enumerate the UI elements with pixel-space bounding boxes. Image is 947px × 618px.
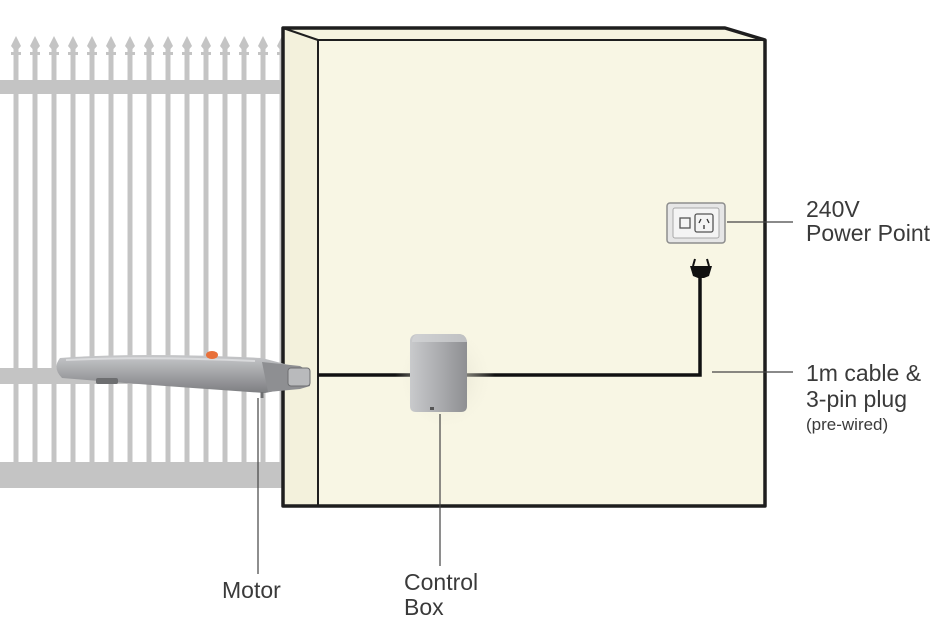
gate-picket-collar: [239, 52, 249, 55]
wall-side-face: [283, 28, 318, 506]
gate-picket: [184, 46, 190, 486]
gate-picket-spear: [30, 36, 40, 52]
wall-top-face: [283, 28, 765, 40]
control-box-label-line1: Control: [404, 569, 479, 595]
power-point-label-voltage: 240V: [806, 196, 860, 222]
gate-motor-arm: [56, 351, 311, 398]
gate-picket: [51, 46, 57, 486]
gate-picket-spear: [220, 36, 230, 52]
gate-picket-spear: [258, 36, 268, 52]
gate-picket-spear: [182, 36, 192, 52]
power-point-label-name: Power Point: [806, 220, 931, 246]
gate-picket-collar: [30, 52, 40, 55]
motor-gate-bracket: [96, 378, 118, 384]
control-box-body: [410, 334, 467, 412]
wall-outline: [281, 26, 767, 508]
socket-pin-right: [706, 218, 710, 224]
gate-picket: [89, 46, 95, 486]
cable-label-line2: 3-pin plug: [806, 386, 908, 412]
gate-picket-collar: [11, 52, 21, 55]
gate-top-rail: [0, 80, 303, 94]
socket-pin-left: [698, 218, 702, 224]
gate-picket-spear: [11, 36, 21, 52]
gate-picket-collar: [87, 52, 97, 55]
control-box-unit: [395, 323, 495, 433]
gate-picket-collar: [125, 52, 135, 55]
gate-bottom-rail: [0, 462, 303, 488]
gate-picket-spear: [68, 36, 78, 52]
motor-label: Motor: [222, 577, 281, 603]
gate-picket-spear: [125, 36, 135, 52]
plug-prong-right: [706, 258, 710, 267]
cable-label-line3: (pre-wired): [806, 415, 889, 434]
gate-picket-collar: [182, 52, 192, 55]
outlet-switch: [679, 217, 691, 229]
gate-picket: [165, 46, 171, 486]
gate-picket: [203, 46, 209, 486]
gate-picket: [260, 46, 266, 486]
wall-edge-top-left: [282, 27, 319, 41]
gate-fence: [0, 36, 303, 488]
gate-picket-collar: [106, 52, 116, 55]
gate-picket-spear: [201, 36, 211, 52]
gate-picket-collar: [201, 52, 211, 55]
plug-prong-left: [692, 258, 696, 267]
gate-picket: [127, 46, 133, 486]
motor-bracket: [287, 367, 311, 387]
gate-picket-collar: [144, 52, 154, 55]
gate-picket-collar: [258, 52, 268, 55]
gate-picket: [241, 46, 247, 486]
control-box-label-line2: Box: [404, 594, 444, 618]
control-box-vent: [430, 407, 434, 410]
outlet-socket: [694, 213, 714, 233]
cable-label-line1: 1m cable &: [806, 360, 922, 386]
motor-body: [56, 355, 305, 393]
gate-picket-collar: [68, 52, 78, 55]
control-box-top-highlight: [412, 334, 467, 342]
gate-picket: [13, 46, 19, 486]
gate-picket-spear: [239, 36, 249, 52]
gate-picket-spear: [87, 36, 97, 52]
power-outlet-icon: [666, 202, 726, 244]
plug-icon: [690, 258, 712, 278]
gate-picket-spear: [144, 36, 154, 52]
gate-picket: [70, 46, 76, 486]
motor-release-key: [206, 351, 218, 359]
gate-picket-spear: [163, 36, 173, 52]
gate-picket: [222, 46, 228, 486]
gate-picket-collar: [49, 52, 59, 55]
plug-body: [690, 266, 712, 278]
gate-picket: [32, 46, 38, 486]
gate-picket: [108, 46, 114, 486]
motor-highlight: [65, 357, 256, 362]
gate-picket: [146, 46, 152, 486]
gate-picket-collar: [163, 52, 173, 55]
gate-picket-collar: [220, 52, 230, 55]
gate-picket-spear: [49, 36, 59, 52]
outlet-inner-plate: [672, 207, 720, 239]
gate-picket-spear: [106, 36, 116, 52]
